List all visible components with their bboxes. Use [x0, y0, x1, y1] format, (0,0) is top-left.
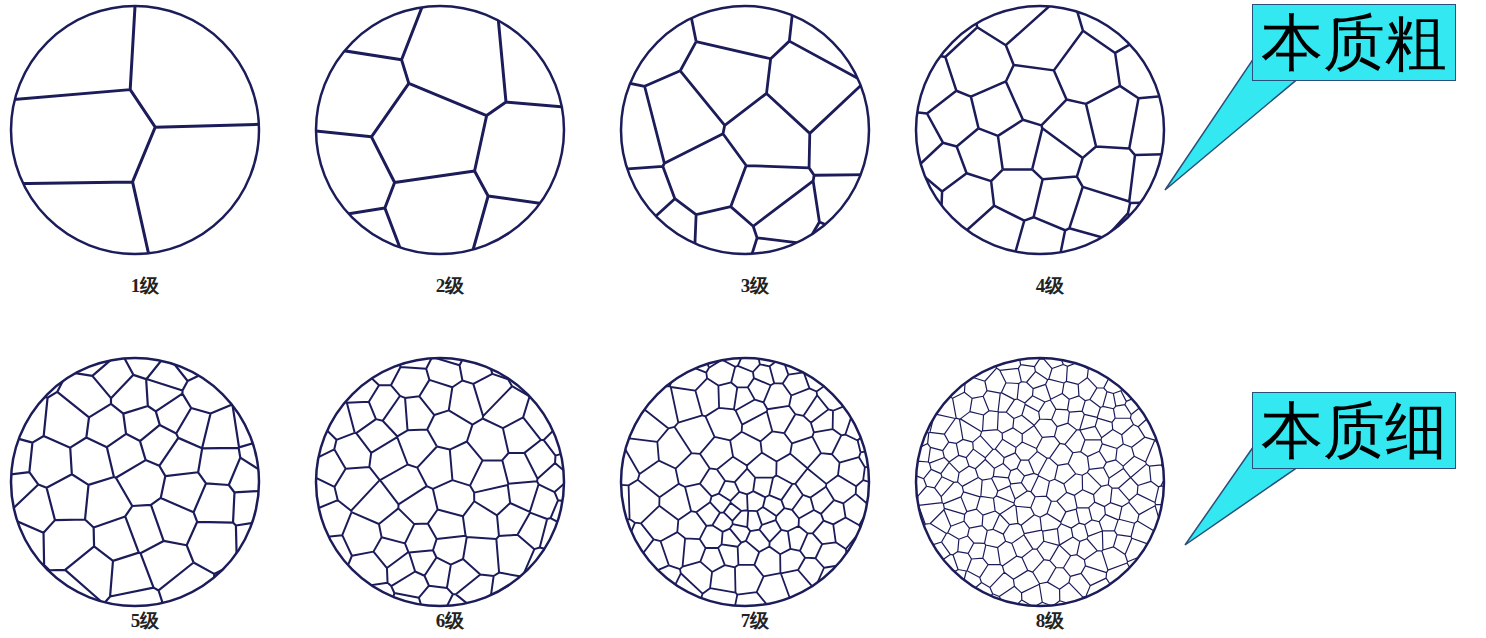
grain-boundaries — [301, 343, 579, 621]
grain-level-label: 5级 — [131, 611, 160, 632]
field-of-view — [621, 358, 869, 606]
grain-circle — [301, 0, 579, 269]
grain-level-label: 2级 — [436, 276, 465, 297]
grain-boundaries — [606, 343, 884, 621]
grain-level-label: 6级 — [436, 611, 465, 632]
grain-level-label: 4级 — [1036, 276, 1065, 297]
grain-level-label: 1级 — [131, 276, 160, 297]
field-of-view — [316, 358, 564, 606]
grain-circle — [606, 343, 884, 621]
grain-boundaries — [901, 343, 1179, 621]
grain-level-label: 3级 — [741, 276, 770, 297]
grain-boundaries — [301, 0, 579, 269]
grain-circle — [606, 0, 884, 269]
field-of-view — [11, 358, 259, 606]
field-of-view — [316, 6, 564, 254]
callout-box: 本质粗 — [1252, 4, 1456, 81]
grain-level-label: 8级 — [1036, 611, 1065, 632]
grain-circle — [0, 343, 274, 621]
field-of-view — [916, 6, 1164, 254]
callout-text: 本质粗 — [1261, 7, 1447, 78]
callout-text: 本质细 — [1261, 395, 1447, 466]
callout-box: 本质细 — [1252, 392, 1456, 469]
field-of-view — [11, 6, 259, 254]
grain-boundaries — [606, 0, 884, 269]
grain-circle — [901, 0, 1179, 269]
grain-boundaries — [901, 0, 1179, 269]
grain-circle — [901, 343, 1179, 621]
field-of-view — [621, 6, 869, 254]
grain-circle — [301, 343, 579, 621]
grain-circle — [0, 0, 274, 269]
grain-boundaries — [0, 0, 274, 269]
grain-boundaries — [0, 343, 274, 621]
field-of-view — [916, 358, 1164, 606]
grain-level-label: 7级 — [741, 611, 770, 632]
